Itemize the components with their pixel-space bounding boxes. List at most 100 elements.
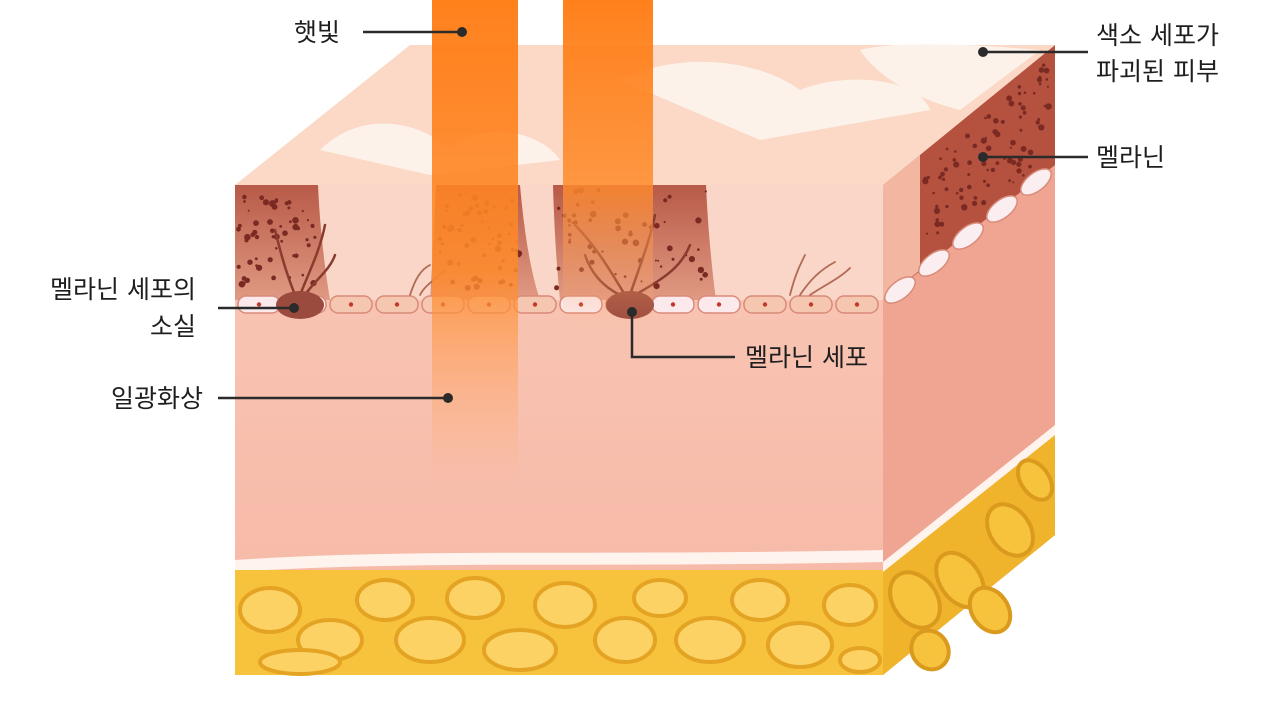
melanin-dot — [1045, 103, 1051, 109]
melanin-dot — [1044, 68, 1050, 74]
label-sunburn: 일광화상 — [111, 384, 203, 413]
sun-ray-2 — [563, 0, 653, 330]
depigmented-patch-1 — [318, 185, 436, 300]
label-sunlight: 햇빛 — [294, 18, 340, 47]
melanin-dot — [1018, 102, 1022, 106]
melanin-dot — [1033, 92, 1036, 95]
melanin-dot — [236, 227, 241, 232]
melanin-dot — [1009, 101, 1015, 107]
label-melanocyte-loss-1: 멜라닌 세포의 — [50, 275, 196, 304]
cell-nucleus — [855, 302, 859, 306]
melanin-dot — [557, 207, 560, 210]
melanin-dot — [302, 274, 305, 277]
melanin-dot — [1018, 85, 1022, 89]
melanin-dot — [1008, 179, 1011, 182]
melanin-dot — [1028, 165, 1032, 169]
melanin-dot — [972, 201, 977, 206]
melanin-dot — [274, 199, 278, 203]
melanin-dot — [289, 220, 292, 223]
melanin-dot — [1007, 158, 1013, 164]
label-depigmented-skin-1: 색소 세포가 — [1096, 21, 1219, 50]
cell-nucleus — [395, 302, 399, 306]
melanin-dot — [247, 260, 252, 265]
melanin-dot — [270, 229, 275, 234]
melanin-dot — [961, 204, 967, 210]
melanin-dot — [981, 161, 986, 166]
melanin-dot — [518, 255, 521, 258]
melanin-dot — [993, 118, 999, 124]
melanin-dot — [965, 134, 970, 139]
melanin-dot — [282, 230, 288, 236]
melanin-dot — [557, 267, 561, 271]
melanin-dot — [292, 217, 299, 224]
melanin-dot — [1036, 120, 1040, 124]
melanin-dot — [1042, 63, 1045, 66]
melanin-dot — [698, 267, 704, 273]
melanin-dot — [697, 248, 700, 251]
melanin-dot — [705, 190, 707, 192]
melanin-dot — [956, 192, 959, 195]
melanin-dot — [292, 254, 295, 257]
melanin-dot — [934, 221, 940, 227]
melanin-dot — [945, 187, 949, 191]
melanin-dot — [285, 201, 289, 205]
melanin-dot — [245, 238, 249, 242]
melanin-dot — [935, 205, 938, 208]
melanin-dot — [986, 146, 992, 152]
melanin-dot — [655, 260, 657, 262]
melanin-dot — [1019, 115, 1022, 118]
melanin-dot — [1039, 67, 1045, 73]
melanin-dot — [668, 195, 672, 199]
melanin-dot — [1010, 147, 1012, 149]
label-depigmented-skin-2: 파괴된 피부 — [1096, 57, 1219, 86]
melanin-dot — [983, 180, 986, 183]
melanin-dot — [663, 198, 667, 202]
melanin-dot — [248, 210, 250, 212]
melanin-dot — [263, 199, 269, 205]
melanin-dot — [256, 265, 262, 271]
melanin-dot — [275, 247, 278, 250]
melanin-dot — [700, 278, 703, 281]
melanin-dot — [1021, 105, 1026, 110]
melanin-dot — [1039, 83, 1042, 86]
melanin-dot — [280, 240, 283, 243]
melanin-dot — [945, 205, 948, 208]
label-melanocyte: 멜라닌 세포 — [745, 343, 868, 372]
melanin-dot — [279, 225, 282, 228]
depigmented-patch-3 — [706, 185, 883, 300]
cell-nucleus — [671, 302, 675, 306]
label-melanin: 멜라닌 — [1096, 143, 1165, 172]
melanin-dot — [946, 148, 949, 151]
melanin-dot — [310, 224, 314, 228]
melanin-dot — [1019, 129, 1022, 132]
label-melanocyte-loss-2: 소실 — [150, 312, 196, 341]
melanin-dot — [991, 168, 995, 172]
melanin-dot — [664, 221, 666, 223]
melanin-dot — [243, 200, 246, 203]
melanin-dot — [660, 265, 662, 267]
melanin-dot — [1016, 162, 1021, 167]
melanin-dot — [689, 256, 695, 262]
melanin-dot — [305, 238, 308, 241]
melanin-dot — [936, 231, 939, 234]
melanin-dot — [934, 208, 940, 214]
melanin-dot — [272, 204, 278, 210]
melanin-dot — [1016, 168, 1021, 173]
melanin-dot — [1047, 86, 1049, 88]
melanin-dot — [267, 219, 273, 225]
melanin-dot — [237, 265, 241, 269]
melanin-dot — [986, 183, 990, 187]
melanin-dot — [307, 243, 311, 247]
melanin-dot — [1006, 95, 1012, 101]
melanin-dot — [953, 162, 959, 168]
melanin-dot — [1046, 78, 1049, 81]
melanin-dot — [1037, 77, 1042, 82]
melanin-dot — [292, 224, 298, 230]
cell-nucleus — [257, 302, 261, 306]
melanin-dot — [307, 219, 309, 221]
melanin-dot — [995, 131, 1001, 137]
melanin-dot — [259, 195, 264, 200]
melanin-dot — [987, 114, 992, 119]
melanin-dot — [1012, 181, 1014, 183]
